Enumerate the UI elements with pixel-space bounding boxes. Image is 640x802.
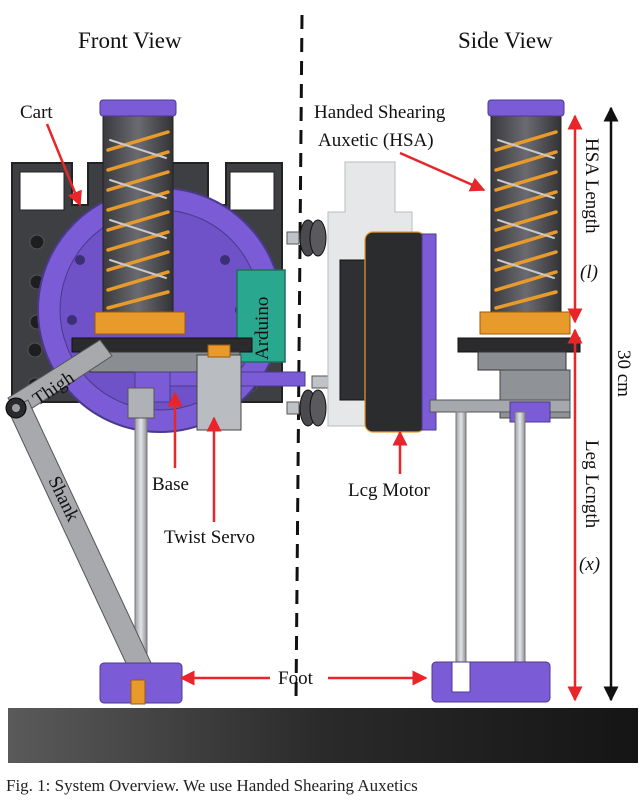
hsa-slots-light-front xyxy=(109,139,167,279)
twist-servo-label: Twist Servo xyxy=(164,527,255,548)
cart-slot-left xyxy=(19,171,65,211)
leg-rod-side-right xyxy=(514,411,526,668)
foot-front-insert xyxy=(130,679,146,705)
hsa-label-line1: Handed Shearing xyxy=(314,102,446,123)
gear-side xyxy=(457,337,581,353)
cart-slot-right xyxy=(229,171,275,211)
arrow-hsa xyxy=(399,151,486,192)
rod-collar-front xyxy=(127,387,155,419)
foot-label: Foot xyxy=(278,668,314,689)
hsa-label-line2: Auxetic (HSA) xyxy=(318,130,434,151)
base-label: Base xyxy=(152,474,189,495)
figure-caption: Fig. 1: System Overview. We use Handed S… xyxy=(6,776,418,795)
side-view xyxy=(286,99,581,703)
base-screw xyxy=(311,375,331,389)
leg-motor-label: Lcg Motor xyxy=(348,480,430,501)
twist-servo-body xyxy=(196,354,242,431)
leg-rod-front xyxy=(134,389,148,666)
side-view-title: Side View xyxy=(458,28,553,53)
leg-rod-side-left xyxy=(455,411,467,668)
twist-servo-horn xyxy=(207,344,231,358)
hsa-top-cap-side xyxy=(487,99,565,117)
view-divider xyxy=(294,14,304,701)
cart-label: Cart xyxy=(20,102,53,123)
foot-side-slot xyxy=(451,661,471,693)
cart-wheels xyxy=(286,219,327,427)
hsa-clamp-front xyxy=(94,311,186,335)
callout-arrows xyxy=(45,114,583,702)
ground-floor xyxy=(8,708,638,763)
foot-side xyxy=(431,661,551,703)
hsa-clamp-side xyxy=(479,311,571,335)
leg-length-label: Leg Lcngth xyxy=(581,440,602,529)
shank-link xyxy=(7,399,153,677)
hsa-length-label: HSA Length xyxy=(581,138,602,234)
leg-length-symbol: (x) xyxy=(579,554,600,575)
hsa-top-cap-front xyxy=(99,99,177,117)
hsa-length-symbol: (l) xyxy=(580,262,598,283)
front-view: Arduino xyxy=(5,99,331,705)
leg-motor-mount xyxy=(421,233,437,431)
gear-hub-side xyxy=(477,351,567,371)
front-view-title: Front View xyxy=(78,28,182,53)
arduino-label: Arduino xyxy=(252,297,273,360)
total-height-label: 30 cm xyxy=(613,350,634,397)
leg-motor-body xyxy=(364,231,426,433)
arrow-cart xyxy=(45,123,82,207)
